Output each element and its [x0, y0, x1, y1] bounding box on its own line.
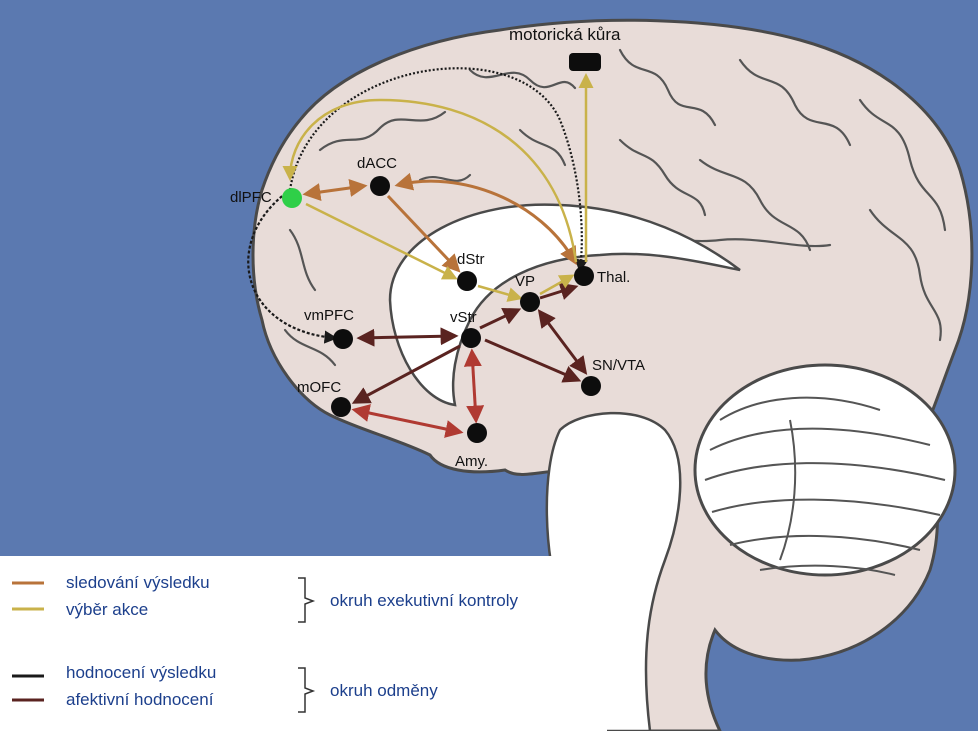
label-dstr: dStr	[457, 251, 485, 268]
legend: sledování výsledku výběr akce hodnocení …	[0, 556, 607, 731]
edge-vmpfc-vstr	[360, 336, 455, 338]
mofc-node	[331, 397, 351, 417]
snvta-node	[581, 376, 601, 396]
thal-node	[574, 266, 594, 286]
dlpfc-node	[282, 188, 302, 208]
label-dlpfc: dlPFC	[230, 189, 272, 206]
legend-action-selection: výběr akce	[66, 600, 148, 619]
legend-executive-circuit: okruh exekutivní kontroly	[330, 591, 519, 610]
motor-cortex-node	[569, 53, 601, 71]
legend-monitoring: sledování výsledku	[66, 573, 210, 592]
label-mofc: mOFC	[297, 379, 341, 396]
label-amy: Amy.	[455, 453, 488, 470]
vp-node	[520, 292, 540, 312]
dstr-node	[457, 271, 477, 291]
label-vmpfc: vmPFC	[304, 307, 354, 324]
vstr-node	[461, 328, 481, 348]
vmpfc-node	[333, 329, 353, 349]
label-motor-cortex: motorická kůra	[509, 25, 621, 44]
legend-outcome-evaluation: hodnocení výsledku	[66, 663, 216, 682]
label-thal: Thal.	[597, 269, 630, 286]
label-vstr: vStr	[450, 309, 477, 326]
cerebellum	[695, 365, 955, 575]
legend-affective-evaluation: afektivní hodnocení	[66, 690, 214, 709]
amy-node	[467, 423, 487, 443]
dacc-node	[370, 176, 390, 196]
label-dacc: dACC	[357, 155, 397, 172]
label-snvta: SN/VTA	[592, 357, 645, 374]
label-vp: VP	[515, 273, 535, 290]
legend-reward-circuit: okruh odměny	[330, 681, 438, 700]
